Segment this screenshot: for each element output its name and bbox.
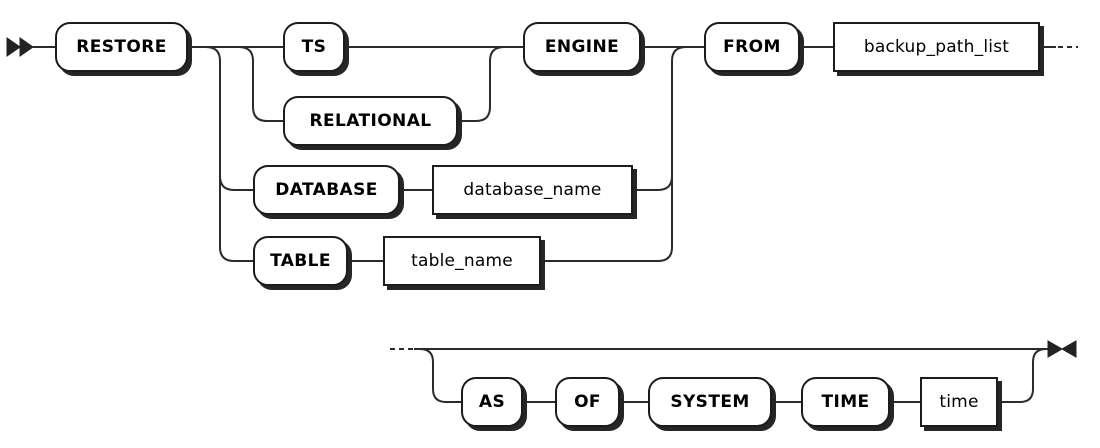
end-arrow-icon: [1060, 340, 1077, 358]
node-engine-keyword: ENGINE: [523, 22, 641, 72]
node-from-keyword: FROM: [704, 22, 800, 72]
node-as-keyword: AS: [461, 377, 523, 427]
branch-as-of: [419, 348, 461, 403]
start-arrow-icon: [19, 37, 34, 57]
node-table-name: table_name: [383, 236, 541, 286]
rejoin-database: [633, 175, 673, 191]
node-backup-path-list: backup_path_list: [833, 22, 1040, 72]
node-database-name: database_name: [432, 165, 633, 215]
start-arrow-icon: [6, 37, 21, 57]
rejoin-table: [541, 46, 704, 262]
node-table-keyword: TABLE: [253, 236, 348, 286]
node-relational-keyword: RELATIONAL: [283, 96, 458, 146]
branch-relational: [238, 46, 283, 122]
rejoin-time: [998, 348, 1047, 403]
node-database-keyword: DATABASE: [253, 165, 400, 215]
branch-database: [219, 175, 253, 191]
node-time-variable: time: [920, 377, 998, 427]
end-arrow-icon: [1047, 340, 1064, 358]
node-ts-keyword: TS: [283, 22, 345, 72]
rejoin-relational: [458, 46, 505, 122]
branch-table: [205, 46, 253, 262]
node-system-keyword: SYSTEM: [648, 377, 772, 427]
node-time-keyword: TIME: [801, 377, 890, 427]
node-restore-keyword: RESTORE: [55, 22, 188, 72]
node-of-keyword: OF: [555, 377, 620, 427]
